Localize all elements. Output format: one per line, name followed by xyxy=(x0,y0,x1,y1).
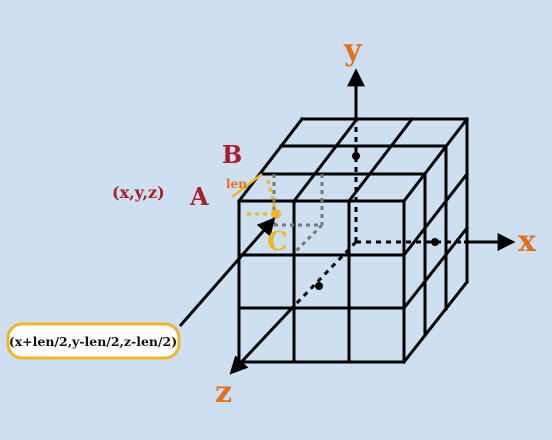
formula-pointer xyxy=(178,217,276,327)
center-construction xyxy=(247,179,278,216)
x-axis-label: x xyxy=(518,224,537,259)
len-label: len xyxy=(226,177,247,191)
len-bracket xyxy=(231,173,263,198)
point-a-label: A xyxy=(189,182,209,211)
axis-dots xyxy=(315,152,439,290)
top-face xyxy=(236,116,470,204)
y-axis-dot xyxy=(352,152,360,160)
point-c-label: C xyxy=(267,227,288,257)
center-formula: (x+len/2,y-len/2,z-len/2) xyxy=(9,334,177,349)
z-axis-dot xyxy=(315,282,323,290)
z-axis-hidden xyxy=(292,240,358,308)
corner-coordinate: (x,y,z) xyxy=(112,183,165,202)
x-axis-dot xyxy=(431,238,439,246)
center-point-c xyxy=(271,209,281,219)
cube-grid xyxy=(236,116,470,365)
y-axis-label: y xyxy=(343,33,363,68)
z-axis-label: z xyxy=(215,375,232,410)
formula-box xyxy=(6,322,181,360)
hidden-axes xyxy=(292,122,464,308)
point-b-label: B xyxy=(222,140,242,169)
right-face xyxy=(401,117,470,365)
front-face xyxy=(237,199,406,364)
